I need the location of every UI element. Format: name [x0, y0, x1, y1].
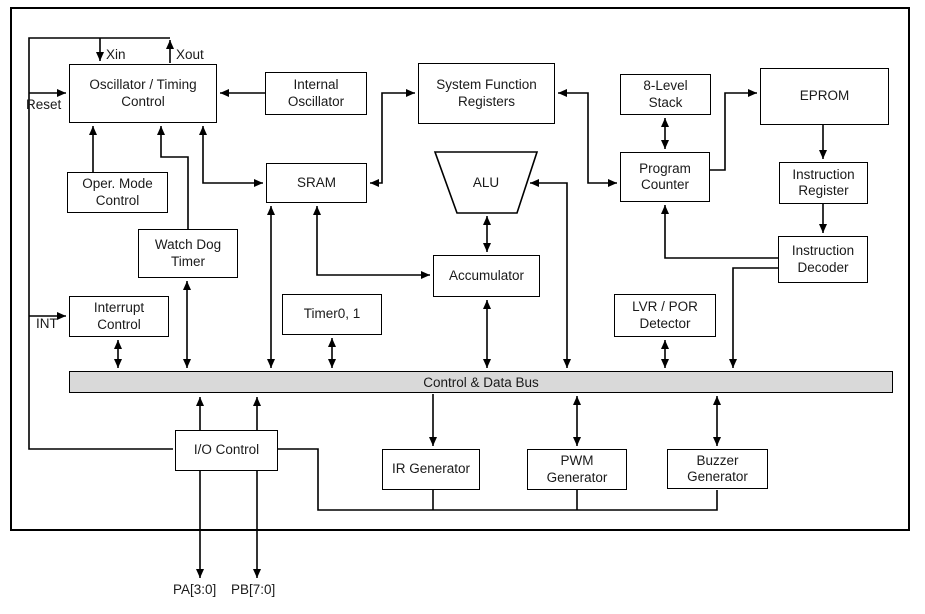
block-oscillator-timing-control: Oscillator / Timing Control	[69, 64, 217, 123]
pin-label-xin: Xin	[106, 47, 126, 62]
wire-sram-acc	[313, 206, 430, 279]
wire-wdt-osc	[157, 126, 189, 229]
block-interrupt-control: Interrupt Control	[69, 296, 169, 337]
control-data-bus: Control & Data Bus	[69, 371, 893, 393]
pin-label-int: INT	[36, 316, 58, 331]
wire-sfr-pc	[558, 89, 617, 187]
block-instruction-decoder: Instruction Decoder	[778, 236, 868, 283]
block-program-counter: Program Counter	[620, 152, 710, 202]
block-internal-oscillator: Internal Oscillator	[265, 72, 367, 115]
block-timer0-1: Timer0, 1	[282, 294, 382, 335]
block-eprom: EPROM	[760, 68, 889, 125]
pin-label-port-a: PA[3:0]	[173, 582, 217, 597]
wire-idec-pc	[661, 205, 778, 259]
block-instruction-register: Instruction Register	[779, 162, 868, 204]
wire-sfr-sram	[370, 89, 415, 187]
block-watch-dog-timer: Watch Dog Timer	[138, 229, 238, 278]
block-buzzer-generator: Buzzer Generator	[667, 449, 768, 489]
block-alu: ALU	[472, 175, 500, 190]
block-accumulator: Accumulator	[433, 255, 540, 297]
block-lvr-por-detector: LVR / POR Detector	[614, 294, 716, 337]
wire-osc-sram	[199, 126, 263, 187]
block-oper-mode-control: Oper. Mode Control	[67, 172, 168, 213]
block-pwm-generator: PWM Generator	[527, 449, 627, 490]
wire-pc-eprom	[710, 89, 757, 171]
pin-label-xout: Xout	[176, 47, 204, 62]
pin-label-port-b: PB[7:0]	[231, 582, 276, 597]
alu-shape	[433, 151, 539, 214]
pin-label-reset: Reset	[26, 97, 62, 112]
block-system-function-registers: System Function Registers	[418, 63, 555, 124]
wire-alu-bus	[530, 179, 571, 368]
block-8-level-stack: 8-Level Stack	[620, 74, 711, 115]
block-io-control: I/O Control	[175, 430, 278, 471]
block-ir-generator: IR Generator	[382, 449, 480, 490]
block-sram: SRAM	[266, 163, 367, 203]
wire-ioctl-gen-rail	[278, 448, 718, 511]
wire-idec-bus	[729, 267, 778, 368]
diagram-border	[10, 7, 910, 531]
